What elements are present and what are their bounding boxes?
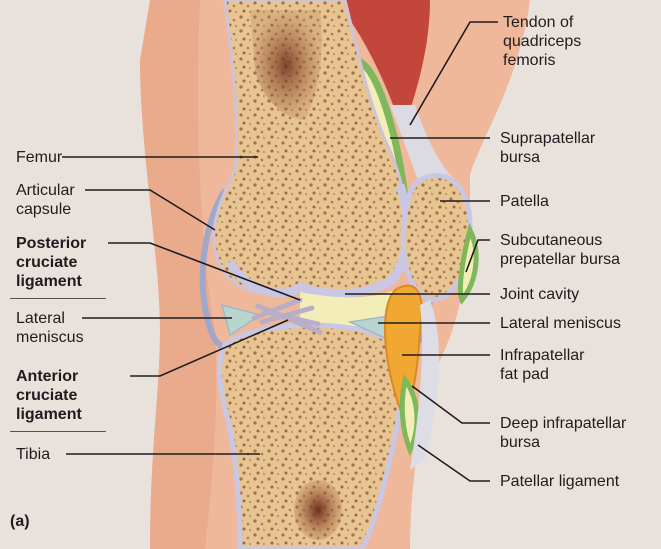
tibia-bone: [217, 322, 404, 549]
leader-articular-capsule: [85, 189, 216, 231]
lateral-meniscus-posterior: [220, 303, 262, 337]
leader-deep-bursa: [411, 385, 490, 424]
deep-infrapatellar-bursa: [399, 374, 420, 457]
label-patella: Patella: [500, 193, 549, 210]
label-patellar-ligament: Patellar ligament: [500, 473, 620, 490]
leader-posterior-cruciate: [108, 242, 301, 301]
label-anterior-cruciate-ligament: Anterior cruciate ligament: [16, 368, 82, 423]
leader-lines: [62, 21, 498, 482]
leader-patellar-ligament: [417, 444, 490, 482]
figure-label: (a): [10, 513, 30, 530]
label-tendon-of-quadriceps-femoris: Tendon of quadriceps femoris: [503, 14, 582, 69]
cruciate-ligaments: [251, 297, 323, 335]
label-tibia: Tibia: [16, 446, 51, 463]
skin-shading: [140, 0, 217, 549]
label-joint-cavity: Joint cavity: [500, 286, 580, 303]
label-articular-capsule: Articular capsule: [16, 182, 75, 218]
label-posterior-cruciate-ligament: Posterior cruciate ligament: [16, 235, 87, 290]
label-lateral-meniscus-right: Lateral meniscus: [500, 315, 621, 332]
label-infrapatellar-fat-pad: Infrapatellar fat pad: [500, 347, 585, 383]
underline-posterior-cruciate: [10, 298, 106, 299]
quadriceps-muscle: [335, 0, 430, 110]
label-lateral-meniscus-left: Lateral meniscus: [16, 310, 84, 346]
quadriceps-tendon: [390, 105, 455, 185]
leader-anterior-cruciate: [130, 319, 289, 377]
leader-prepatellar: [465, 239, 490, 273]
underline-anterior-cruciate: [10, 431, 106, 432]
label-subcutaneous-prepatellar-bursa: Subcutaneous prepatellar bursa: [500, 232, 621, 268]
patella-bone: [400, 173, 473, 303]
tibia-marrow: [294, 480, 342, 540]
label-femur: Femur: [16, 149, 63, 166]
leader-tendon: [409, 21, 498, 126]
patellar-ligament: [410, 300, 440, 470]
label-suprapatellar-bursa: Suprapatellar bursa: [500, 130, 596, 166]
label-deep-infrapatellar-bursa: Deep infrapatellar bursa: [500, 415, 627, 451]
femur-marrow: [250, 10, 322, 120]
